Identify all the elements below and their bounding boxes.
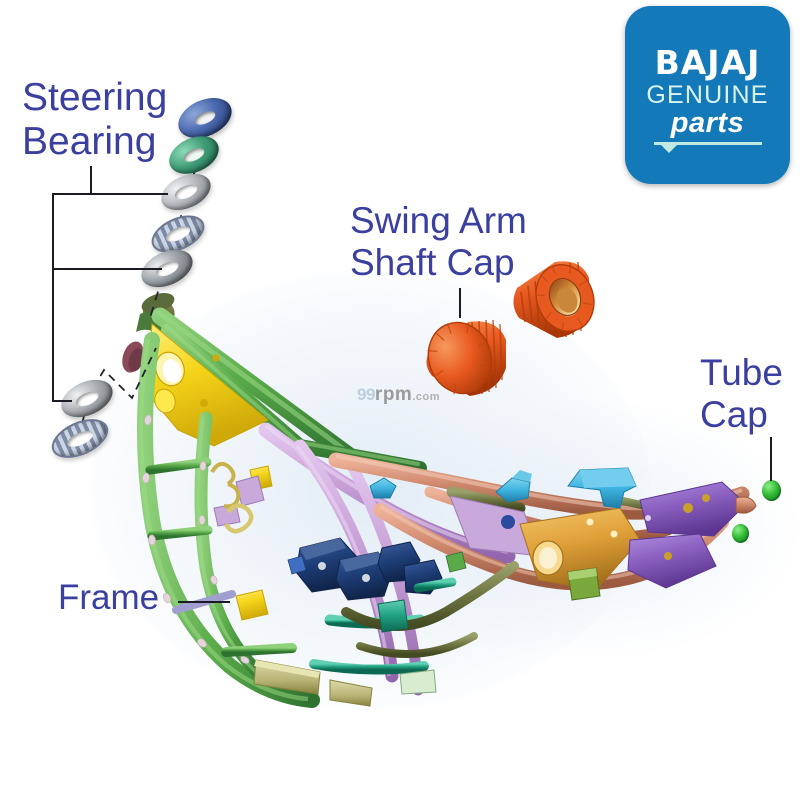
leader-steering-bracket-left — [52, 193, 54, 402]
watermark-rpm: rpm — [374, 384, 413, 405]
tube-cap-lower — [732, 524, 749, 543]
leader-frame-line — [178, 601, 230, 603]
logo-text-parts: parts — [670, 106, 745, 139]
label-swing-arm-line1: Swing Arm — [350, 200, 527, 241]
leader-steering-branch-mid — [52, 268, 162, 270]
watermark-com: .com — [412, 391, 441, 403]
label-frame-text: Frame — [58, 578, 160, 617]
label-frame: Frame — [58, 578, 159, 618]
logo-text-genuine: GENUINE — [646, 80, 769, 109]
label-tube-cap-line1: Tube — [700, 352, 783, 393]
label-steering-bearing-line2: Bearing — [22, 120, 157, 164]
logo-text-bajaj: BAJAJ — [654, 42, 761, 82]
label-swing-arm-line2: Shaft Cap — [350, 242, 515, 284]
label-tube-cap-line2: Cap — [700, 394, 768, 436]
logo-underline-rule — [653, 141, 762, 153]
leader-steering-stem — [90, 166, 92, 194]
leader-swing-arm-tick — [459, 288, 461, 318]
leader-tube-cap-tick — [770, 437, 772, 481]
bajaj-genuine-parts-logo[interactable]: BAJAJ GENUINE parts — [625, 6, 790, 184]
swing-arm-shaft-cap-hollow — [513, 261, 595, 338]
tube-cap-upper — [762, 480, 781, 501]
swing-arm-shaft-cap-solid — [426, 319, 506, 396]
label-steering-bearing-line1: Steering — [22, 76, 168, 119]
99rpm-watermark: 99rpm.com — [357, 385, 440, 404]
leader-steering-bracket-top — [52, 193, 168, 195]
watermark-99: 99 — [357, 385, 375, 404]
leader-steering-branch-bottom — [52, 400, 72, 402]
